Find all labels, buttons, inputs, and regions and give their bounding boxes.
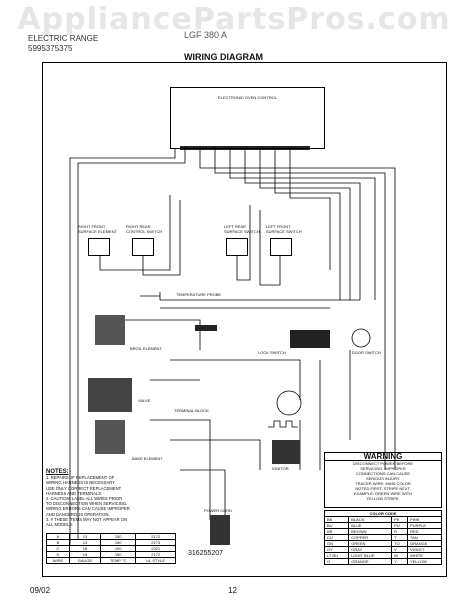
electronic-oven-control-box: ELECTRONIC OVEN CONTROL xyxy=(170,87,325,149)
notes-line: TO DISCONNECTION WHEN SERVICING. xyxy=(46,501,128,507)
diagram-frame xyxy=(42,62,447,577)
lock-switch-label: LOCK SWITCH xyxy=(258,350,286,355)
power-cord-label: POWER CORD xyxy=(204,508,232,513)
table-cell: O xyxy=(323,558,350,565)
bake-label: BAKE ELEMENT xyxy=(132,456,163,461)
notes-title: NOTES: xyxy=(46,469,69,475)
notes-line: WIRING ERRORS CAN CAUSE IMPROPER xyxy=(46,506,130,512)
warning-line: TRACER WIRE: MAIN COLOR xyxy=(355,481,411,486)
door-switch-label: DOOR SWITCH xyxy=(352,350,381,355)
footer-page-number: 12 xyxy=(228,586,237,595)
notes-line: HARNESS AND TERMINALS. xyxy=(46,490,103,496)
notes-block: NOTES: 1. REPAIRS: IF REPLACEMENT OF WIR… xyxy=(46,469,158,528)
warning-title: WARNING xyxy=(325,453,441,461)
temp-probe-label: TEMPERATURE PROBE xyxy=(176,292,222,297)
notes-line: AND DANGEROUS OPERATION. xyxy=(46,511,110,517)
warning-line: DISCONNECT POWER BEFORE xyxy=(352,461,414,466)
warning-line: YELLOW STRIPE. xyxy=(366,496,400,501)
footer-date: 09/02 xyxy=(30,586,51,595)
switch-label-rr: RIGHT REAR CONTROL SWITCH xyxy=(126,224,163,234)
switch-label-lf: LEFT FRONT SURFACE SWITCH xyxy=(266,224,302,234)
switch-label-lr: LEFT REAR SURFACE SWITCH xyxy=(224,224,260,234)
table-cell: WIRE xyxy=(46,557,70,564)
table-cell: YELLOW xyxy=(407,558,442,565)
warning-line: SERVICING. IMPROPER xyxy=(360,466,406,471)
table-cell: ORANGE xyxy=(348,558,393,565)
table-cell: TEMP °C xyxy=(99,557,137,564)
valve-label: VALVE xyxy=(138,398,151,403)
notes-line: 2. CAUTION: LABEL ALL WIRES PRIOR xyxy=(46,496,123,502)
notes-line: 3. # THESE ITEMS MAY NOT APPEAR ON xyxy=(46,516,128,522)
warning-line: NOTED FIRST, STRIPE NEXT. xyxy=(355,486,411,491)
control-label: ELECTRONIC OVEN CONTROL xyxy=(218,95,277,100)
switch-label-rf: RIGHT FRONT SURFACE ELEMENT xyxy=(78,224,117,234)
warning-line: SERIOUS INJURY. xyxy=(365,476,401,481)
switch-rf xyxy=(88,238,110,256)
part-number: 316255207 xyxy=(188,550,224,557)
model-number: LGF 380 A xyxy=(184,30,228,40)
header-left-line2: 5995375375 xyxy=(28,44,73,53)
table-cell: Y xyxy=(391,558,409,565)
diagram-title: WIRING DIAGRAM xyxy=(184,52,263,62)
table-cell: GAUGE xyxy=(68,557,101,564)
notes-line: ALL MODELS. xyxy=(46,522,74,528)
warning-line: CONNECTIONS CAN CAUSE xyxy=(355,471,410,476)
broil-label: BROIL ELEMENT xyxy=(130,346,162,351)
watermark-text: AppliancePartsPros.com xyxy=(17,2,451,37)
switch-rr xyxy=(132,238,154,256)
notes-line: USE ONLY CORRECT REPLACEMENT xyxy=(46,485,122,491)
notes-line: 1. REPAIRS: IF REPLACEMENT OF xyxy=(46,475,115,481)
notes-line: WIRING HARNESS IS NECESSARY xyxy=(46,480,116,486)
terminal-label: TERMINAL BLOCK xyxy=(174,408,209,413)
switch-lf xyxy=(270,238,292,256)
header-left-line1: ELECTRIC RANGE xyxy=(28,34,99,43)
header-left: ELECTRIC RANGE 5995375375 xyxy=(28,34,98,54)
table-cell: UL STYLE xyxy=(135,557,176,564)
warning-box: WARNING DISCONNECT POWER BEFORE SERVICIN… xyxy=(324,452,442,508)
ignitor-label: IGNITOR xyxy=(272,466,289,471)
switch-lr xyxy=(226,238,248,256)
warning-line: EXAMPLE: GREEN WIRE WITH xyxy=(353,491,413,496)
